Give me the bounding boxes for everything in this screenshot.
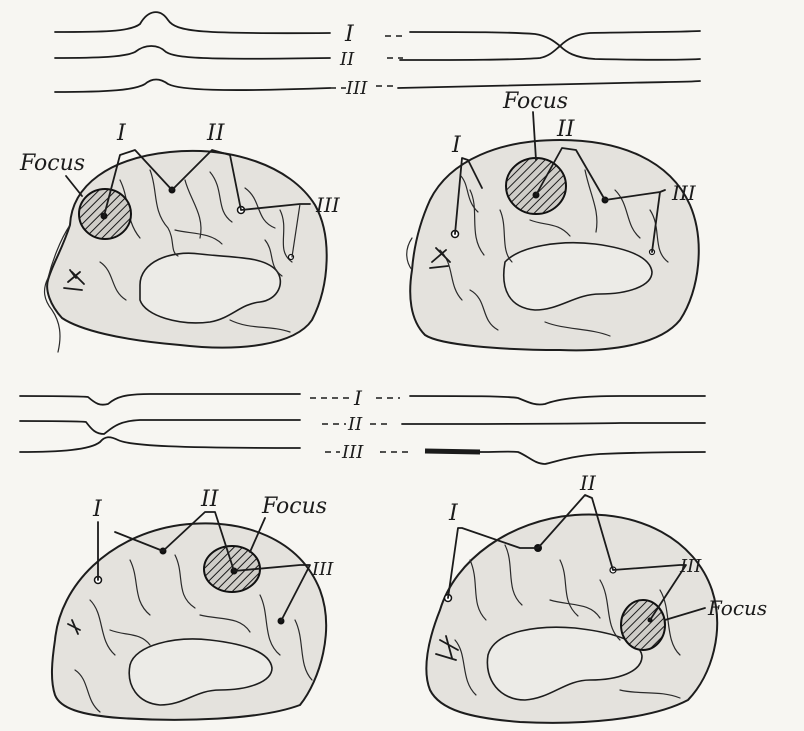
brain-3-label-1: I — [92, 497, 103, 522]
brain-1-label-2: II — [206, 121, 226, 146]
brain-3-focus-label: Focus — [261, 494, 327, 519]
brain-2-label-3: III — [671, 181, 697, 205]
brain-4-label-3: III — [679, 556, 702, 577]
middle-traces: I II III — [20, 386, 705, 464]
brain-1-label-3: III — [315, 193, 341, 217]
trace-top-left-1 — [55, 12, 330, 33]
trace-top-left-3 — [55, 80, 330, 93]
brain-3-label-2: II — [200, 487, 220, 512]
trace-mid-right-3 — [480, 452, 705, 464]
brain-4-outline — [426, 514, 717, 722]
brain-3-label-3: III — [311, 559, 334, 580]
trace-mid-left-3 — [20, 437, 300, 452]
brain-4-label-1: I — [448, 501, 459, 526]
trace-mid-left-1 — [20, 394, 300, 405]
brain-1-focus-pointer — [66, 176, 82, 196]
brain-4-focus-label: Focus — [707, 596, 767, 620]
brain-1-focus-label: Focus — [19, 151, 85, 176]
brain-1-label-1: I — [116, 121, 127, 146]
brain-diagram-2: Focus I II III — [407, 89, 699, 350]
brain-2-focus-region — [506, 158, 566, 214]
trace-mid-left-2 — [20, 420, 300, 434]
trace-label-mid-2: II — [347, 414, 363, 435]
brain-diagram-1: Focus I II III — [19, 121, 341, 352]
trace-label-mid-3: III — [341, 442, 364, 463]
trace-mid-right-3-bold — [425, 451, 480, 452]
trace-label-top-1: I — [344, 22, 355, 47]
trace-top-left-2 — [55, 46, 330, 59]
brain-2-face — [407, 238, 412, 270]
trace-top-right-1 — [410, 31, 700, 46]
trace-mid-right-1 — [410, 396, 705, 405]
brain-4-label-2: II — [579, 471, 597, 495]
brain-diagram-4: Focus I II III — [426, 471, 767, 723]
top-traces: I II III — [55, 12, 700, 99]
brain-2-label-2: II — [556, 117, 576, 142]
trace-top-right-2 — [400, 46, 700, 60]
brain-2-focus-label: Focus — [502, 89, 568, 114]
trace-top-right-3 — [398, 81, 700, 88]
brain-diagram-3: Focus I II III — [52, 487, 334, 720]
brain-2-label-1: I — [451, 133, 462, 158]
trace-label-top-3: III — [345, 78, 368, 99]
trace-label-top-2: II — [339, 49, 355, 70]
trace-label-mid-1: I — [353, 386, 363, 410]
trace-mid-right-2 — [402, 423, 705, 424]
